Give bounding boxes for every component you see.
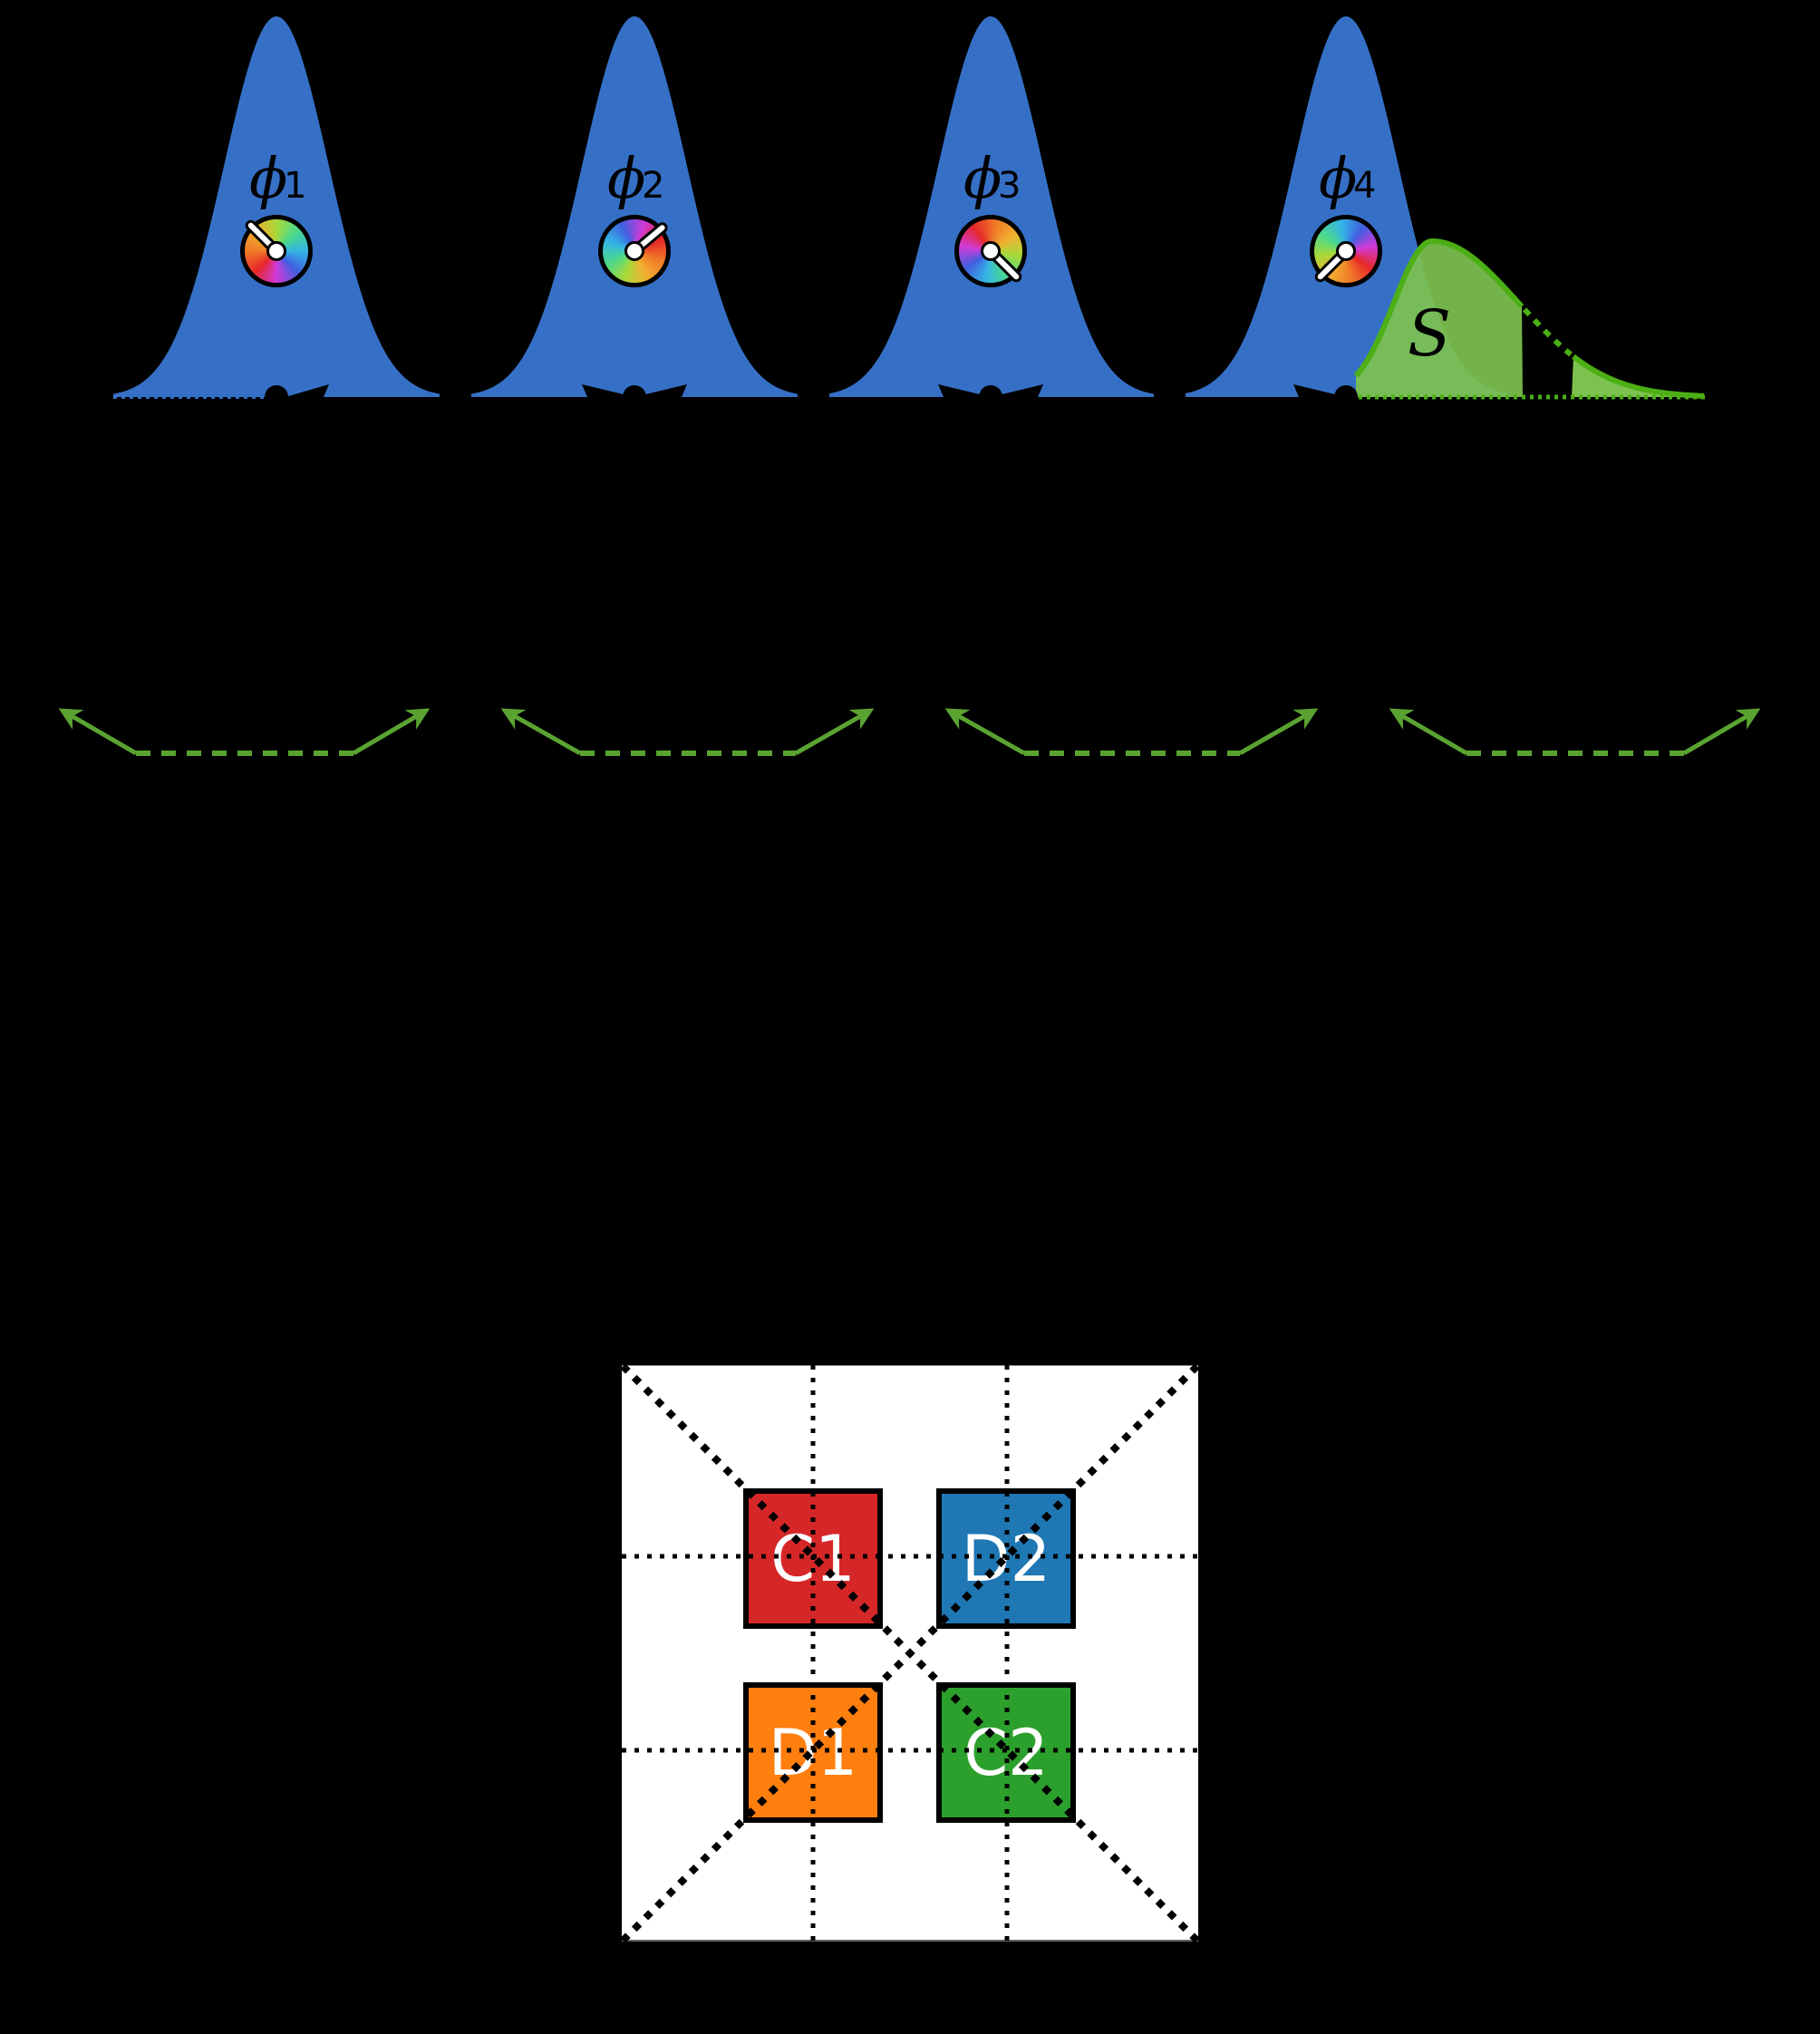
- pulse-gap-2: [802, 386, 829, 401]
- pulse-1: [113, 16, 440, 397]
- box-d1-label: D1: [768, 1715, 858, 1790]
- baseline-markers: [113, 384, 1358, 409]
- pulse-2-subscript: 2: [642, 165, 664, 207]
- pulse-3: [828, 16, 1154, 397]
- signal-outline-tail: [1572, 354, 1705, 399]
- arrow-2-left: [500, 708, 582, 756]
- pulse-3-phase-label: ϕ: [963, 145, 1002, 211]
- arrow-2-right: [794, 708, 875, 756]
- pulse-train: [113, 16, 1509, 397]
- box-d1: D1: [743, 1682, 883, 1823]
- arrow-4-right: [1682, 708, 1761, 756]
- arrow-3-left: [944, 708, 1026, 756]
- arrow-group-4: [1389, 708, 1761, 756]
- signal-mode: [1350, 237, 1709, 400]
- pulse-2-bowtie: [582, 384, 687, 397]
- phase-dial-1-icon: [240, 215, 313, 287]
- pulse-2: [471, 16, 798, 397]
- box-c1-label: C1: [770, 1521, 856, 1596]
- box-c1: C1: [743, 1488, 883, 1629]
- pulse-gap-3: [1158, 386, 1186, 401]
- pulse-4-subscript: 4: [1353, 165, 1376, 207]
- box-c2-label: C2: [963, 1715, 1049, 1790]
- phase-dial-4-icon: [1310, 215, 1382, 287]
- pulse-3-bowtie: [938, 384, 1043, 397]
- quadrant-panel: C1 D2 D1 C2: [622, 1365, 1198, 1942]
- arrow-group-3: [944, 708, 1319, 756]
- arrow-group-2: [500, 708, 875, 756]
- signal-outline: [1353, 237, 1525, 378]
- pulse-4-phase-label: ϕ: [1319, 145, 1357, 211]
- pulse-4-bowtie: [1293, 384, 1346, 397]
- phase-dial-3-icon: [954, 215, 1027, 287]
- phase-dial-2-hub: [624, 241, 644, 261]
- signal-fill-tail: [1572, 356, 1704, 397]
- box-d2-label: D2: [961, 1521, 1051, 1596]
- box-c2: C2: [936, 1682, 1076, 1823]
- signal-label: S: [1408, 296, 1451, 371]
- arrow-4-left: [1389, 708, 1468, 756]
- phase-dial-4-hub: [1336, 241, 1356, 261]
- signal-outline-dashed: [1522, 307, 1573, 357]
- arrow-1-left: [58, 708, 138, 756]
- pulse-1-phase-label: ϕ: [249, 145, 287, 211]
- pulse-gap-1: [444, 386, 471, 401]
- arrow-group-1: [58, 708, 431, 756]
- pulse-2-phase-label: ϕ: [607, 145, 645, 211]
- phase-dial-2-icon: [598, 215, 671, 287]
- phase-dial-3-hub: [981, 241, 1001, 261]
- arrow-1-right: [352, 708, 431, 756]
- arrow-groups: [58, 708, 1761, 756]
- pulse-1-center-dot: [265, 385, 288, 409]
- phase-dial-1-hub: [266, 241, 286, 261]
- pulse-3-subscript: 3: [998, 165, 1021, 207]
- arrow-3-right: [1238, 708, 1319, 756]
- pulse-1-subscript: 1: [284, 165, 306, 207]
- signal-fill-main: [1356, 241, 1523, 397]
- box-d2: D2: [936, 1488, 1076, 1629]
- pulse-1-bowtie: [286, 384, 329, 397]
